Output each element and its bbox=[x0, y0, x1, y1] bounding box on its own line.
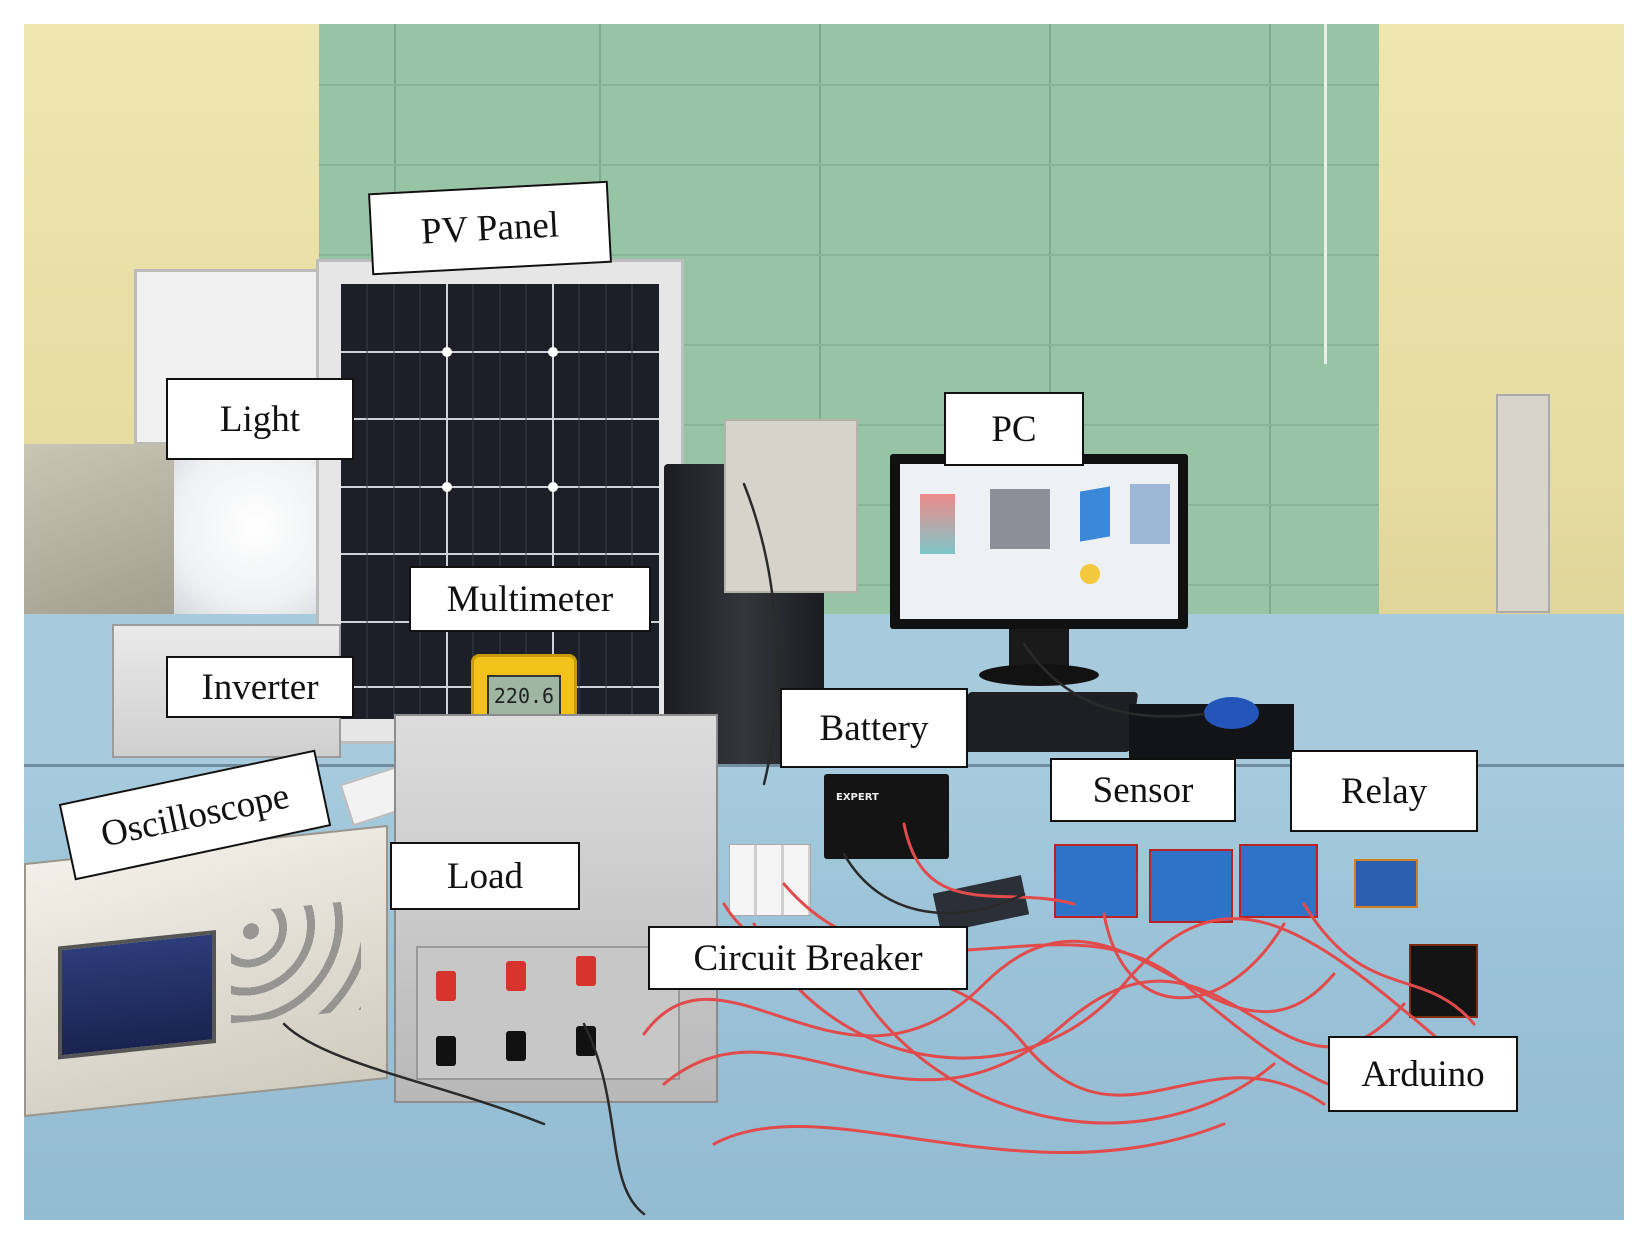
load-terminal bbox=[506, 1031, 526, 1061]
circuit-breaker-device bbox=[729, 844, 811, 916]
sensor-board bbox=[1054, 844, 1138, 918]
monitor bbox=[890, 454, 1188, 629]
monitor-base bbox=[979, 664, 1099, 686]
label-pv-panel: PV Panel bbox=[368, 180, 612, 276]
load-terminal bbox=[436, 971, 456, 1001]
lab-setup-photo: 220.6 EXPERT bbox=[24, 24, 1624, 1220]
monitor-screen bbox=[900, 464, 1178, 619]
blind-cord bbox=[1324, 24, 1327, 364]
label-battery: Battery bbox=[780, 688, 968, 768]
mouse bbox=[1204, 697, 1259, 729]
label-arduino: Arduino bbox=[1328, 1036, 1518, 1112]
load-terminal bbox=[506, 961, 526, 991]
wall-outlet bbox=[1496, 394, 1550, 613]
arduino-board bbox=[1409, 944, 1478, 1018]
label-pc: PC bbox=[944, 392, 1084, 466]
load-terminal bbox=[576, 956, 596, 986]
label-light: Light bbox=[166, 378, 354, 460]
wiring bbox=[282, 482, 1486, 1216]
pc-wall-box bbox=[724, 419, 858, 593]
battery-brand: EXPERT bbox=[836, 792, 879, 803]
load-terminal bbox=[576, 1026, 596, 1056]
battery-device: EXPERT bbox=[824, 774, 949, 859]
label-inverter: Inverter bbox=[166, 656, 354, 718]
label-multimeter: Multimeter bbox=[409, 566, 651, 632]
label-relay: Relay bbox=[1290, 750, 1478, 832]
label-circuit-breaker: Circuit Breaker bbox=[648, 926, 968, 990]
load-terminal bbox=[436, 1036, 456, 1066]
label-load: Load bbox=[390, 842, 580, 910]
sensor-board bbox=[1149, 849, 1233, 923]
relay-board bbox=[1354, 859, 1418, 908]
label-sensor: Sensor bbox=[1050, 758, 1236, 822]
pv-cell-grid bbox=[341, 284, 659, 719]
